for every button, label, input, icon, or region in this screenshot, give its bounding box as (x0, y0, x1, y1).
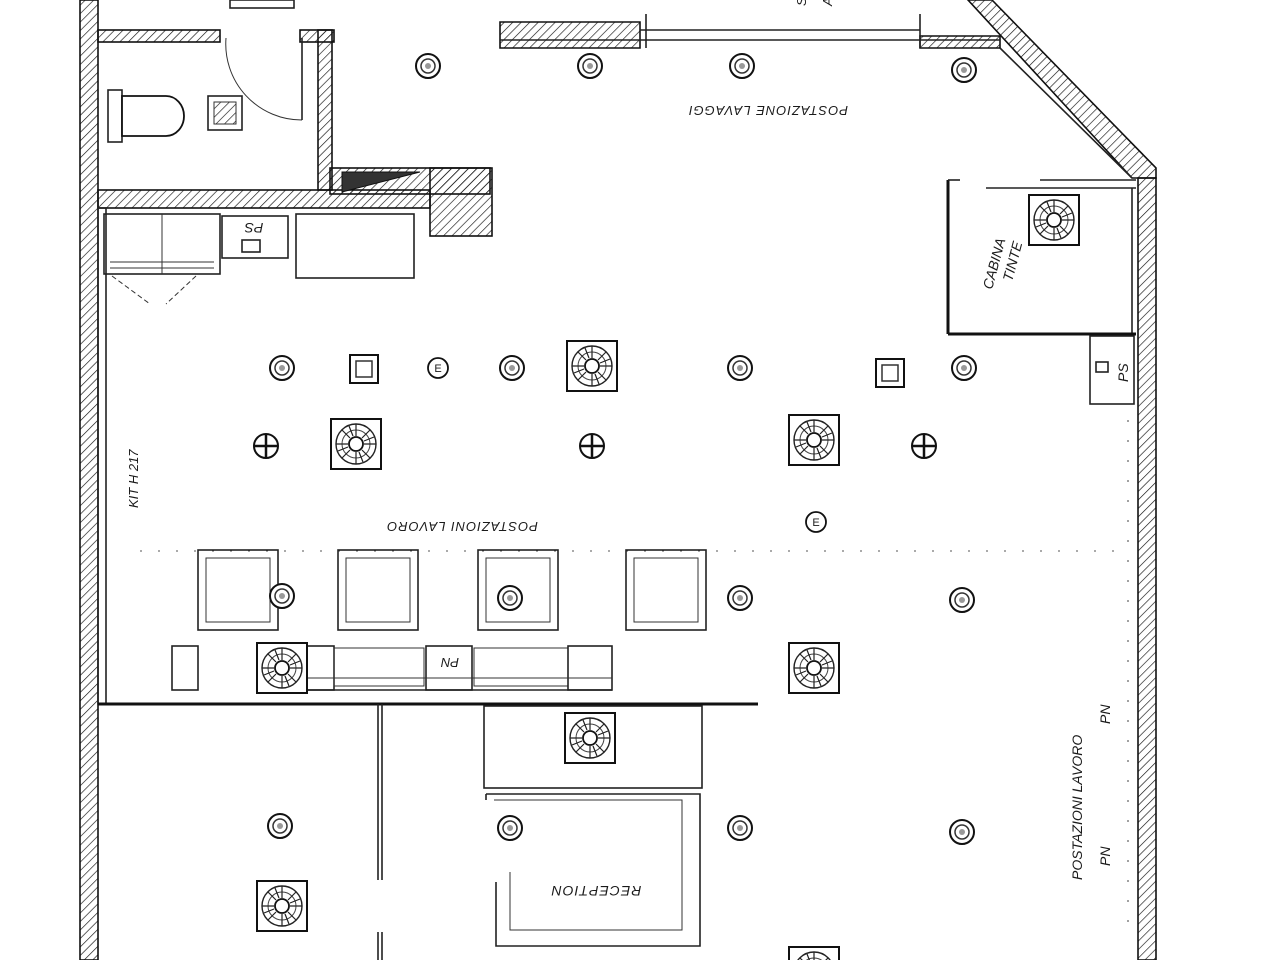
ceiling-vent-icon (330, 418, 382, 470)
label-top-fragment-s: S (794, 0, 809, 6)
cross-light-icon (578, 432, 606, 460)
bathroom (97, 0, 493, 237)
spotlight-icon (727, 355, 753, 381)
spotlight-icon (951, 57, 977, 83)
outer-walls (79, 0, 1157, 960)
spotlight-icon (727, 815, 753, 841)
ceiling-vent-icon (788, 414, 840, 466)
toilet-icon (107, 89, 185, 143)
reception-desk (485, 793, 701, 947)
ceiling-vent-icon (788, 642, 840, 694)
ceiling-vents (256, 194, 1080, 960)
label-ps-right: PS (1115, 363, 1131, 382)
label-kit: KIT H 217 (126, 449, 141, 508)
spotlight-icon (949, 819, 975, 845)
ceiling-vent-icon (256, 642, 308, 694)
label-postazioni-lavoro-center: POSTAZIONI LAVORO (386, 519, 538, 534)
spotlight-icon (727, 585, 753, 611)
emergency-light-icon (805, 511, 827, 533)
spotlight-icon (951, 355, 977, 381)
spotlight-icon (267, 813, 293, 839)
cabina-tinte-room (946, 179, 1136, 405)
workstations (197, 549, 707, 631)
label-top-fragment-a: A (820, 0, 835, 7)
label-pn-right-upper: PN (1097, 704, 1113, 724)
spotlight-icon (269, 583, 295, 609)
ceiling-vent-icon (1028, 194, 1080, 246)
ceiling-vent-icon (564, 712, 616, 764)
shower-drain-icon (207, 95, 243, 131)
workstation (625, 549, 707, 631)
spotlight-icon (729, 53, 755, 79)
emergency-light-icon (427, 357, 449, 379)
spotlight-icon (497, 585, 523, 611)
spotlight-icon (497, 815, 523, 841)
cross-light-icon (252, 432, 280, 460)
workstation (197, 549, 279, 631)
spotlight-icon (577, 53, 603, 79)
label-pn-right-lower: PN (1097, 846, 1113, 866)
desk (483, 705, 703, 789)
label-ps-top: PS (244, 220, 263, 236)
ceiling-vent-icon (256, 880, 308, 932)
spotlight-icon (499, 355, 525, 381)
spotlight-icon (269, 355, 295, 381)
workstation (477, 549, 559, 631)
square-light-icon (349, 354, 379, 384)
cross-light-icon (910, 432, 938, 460)
spotlight-icon (415, 53, 441, 79)
label-pn-center: PN (440, 655, 459, 670)
work-counter (171, 645, 613, 691)
ceiling-vent-icon (788, 946, 840, 960)
emergency-lights (427, 357, 827, 533)
spotlight-icon (949, 587, 975, 613)
label-postazione-lavaggi: POSTAZIONE LAVAGGI (688, 103, 848, 118)
label-postazioni-lavoro-right: POSTAZIONI LAVORO (1069, 735, 1085, 880)
ceiling-vent-icon (566, 340, 618, 392)
square-light-icon (875, 358, 905, 388)
workstation (337, 549, 419, 631)
label-reception: RECEPTION (551, 883, 642, 899)
